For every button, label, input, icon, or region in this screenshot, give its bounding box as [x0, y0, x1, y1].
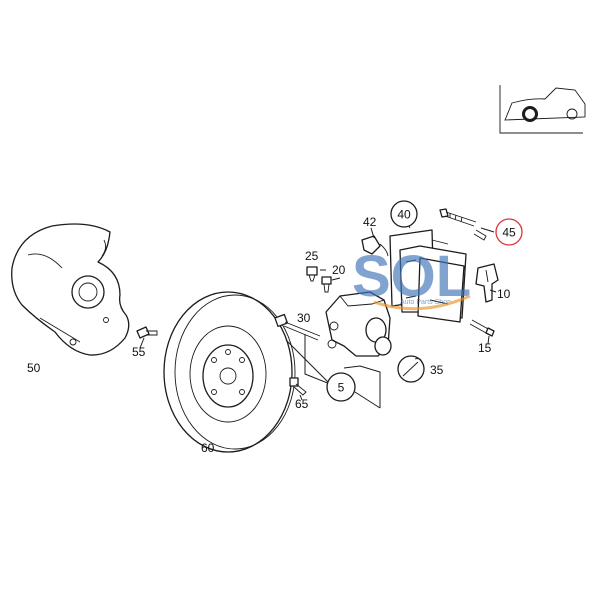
part-5-brake-caliper: [325, 291, 392, 357]
callout-15: 15: [478, 341, 492, 355]
watermark-subtext: Auto Parts Shop: [400, 299, 451, 306]
callout-45: 45: [502, 226, 516, 240]
part-60-brake-disc: [163, 291, 296, 453]
callout-40: 40: [397, 208, 411, 222]
callout-circle-40: [390, 200, 418, 228]
callout-60: 60: [201, 441, 215, 455]
callout-5: 5: [338, 381, 345, 395]
callout-65: 65: [295, 397, 309, 411]
callout-35: 35: [430, 363, 444, 377]
part-25-cap: [306, 266, 318, 282]
part-10-anti-rattle-clip: [475, 263, 499, 303]
part-45-guide-pin: [439, 208, 487, 241]
part-30-bolt: [274, 313, 321, 341]
callout-20: 20: [332, 263, 346, 277]
part-42-wear-sensor: [361, 235, 389, 257]
callout-50: 50: [27, 361, 41, 375]
callout-55: 55: [132, 345, 146, 359]
part-40-brake-pads: [389, 229, 467, 323]
part-55-bolt: [136, 326, 158, 339]
callout-25: 25: [305, 249, 319, 263]
front-wheel-marker-icon: [522, 106, 538, 122]
vehicle-location-inset: [499, 85, 586, 134]
callout-10: 10: [497, 287, 511, 301]
callout-42: 42: [363, 215, 377, 229]
part-65-bolt: [289, 377, 307, 396]
callout-circle-45-highlight: [495, 218, 523, 246]
watermark-logo: SOL Auto Parts Shop: [352, 244, 471, 311]
part-20-bleed-screw: [321, 276, 332, 293]
watermark-text: SOL: [352, 244, 471, 309]
callout-30: 30: [297, 311, 311, 325]
callout-circle-5: [326, 372, 356, 402]
part-50-splash-shield: [11, 223, 130, 356]
wrench-icon: [397, 355, 425, 383]
watermark-swoosh: [373, 294, 471, 311]
part-15-guide-pin: [469, 319, 495, 337]
